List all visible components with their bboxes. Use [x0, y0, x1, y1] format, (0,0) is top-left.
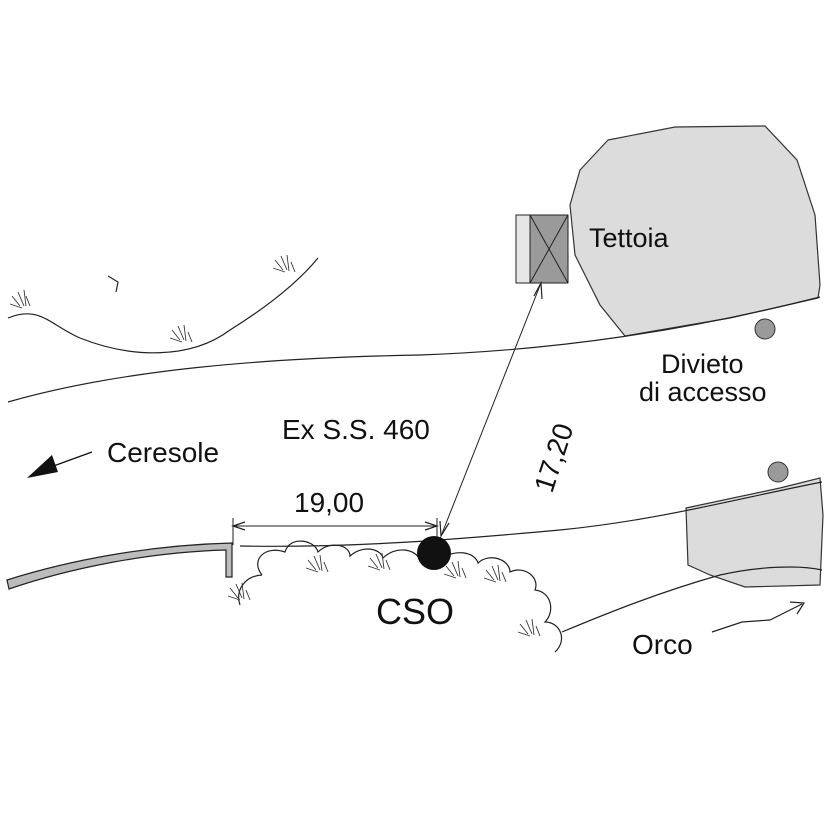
label-divieto-line1: Divieto — [661, 349, 744, 379]
vegetation-symbol — [483, 564, 507, 583]
vegetation-symbol — [367, 552, 391, 571]
vegetation-symbol — [443, 560, 467, 579]
road-edge-north — [7, 296, 821, 403]
building-lower — [685, 477, 824, 588]
hill-curve — [7, 257, 319, 354]
river-flow-arrow — [711, 601, 806, 633]
marker-post — [754, 318, 776, 340]
label-road: Ex S.S. 460 — [282, 414, 430, 445]
label-tettoia: Tettoia — [589, 223, 670, 253]
vegetation-symbol — [227, 582, 251, 601]
label-orco: Orco — [632, 629, 693, 660]
vegetation-symbol — [169, 324, 193, 343]
label-dimension-diagonal: 17,20 — [528, 420, 579, 496]
cso-point — [417, 536, 451, 570]
label-ceresole: Ceresole — [107, 437, 219, 468]
river-bank — [561, 566, 823, 633]
label-cso: CSO — [376, 591, 454, 632]
tick-mark — [107, 275, 119, 293]
vegetation-symbol — [9, 289, 31, 309]
label-dimension-horizontal: 19,00 — [294, 487, 364, 518]
vegetation-symbol — [517, 618, 541, 637]
guard-rail — [6, 542, 233, 590]
roof-structure — [515, 214, 569, 284]
dimension-line-horizontal — [231, 518, 439, 545]
dimension-line-diagonal — [439, 280, 543, 538]
marker-post — [767, 461, 789, 483]
label-divieto-line2: di accesso — [639, 377, 767, 407]
bush-outline — [238, 540, 563, 653]
vegetation-symbol — [305, 554, 329, 573]
vegetation-symbol — [272, 254, 296, 273]
direction-arrow-ceresole — [27, 451, 93, 478]
